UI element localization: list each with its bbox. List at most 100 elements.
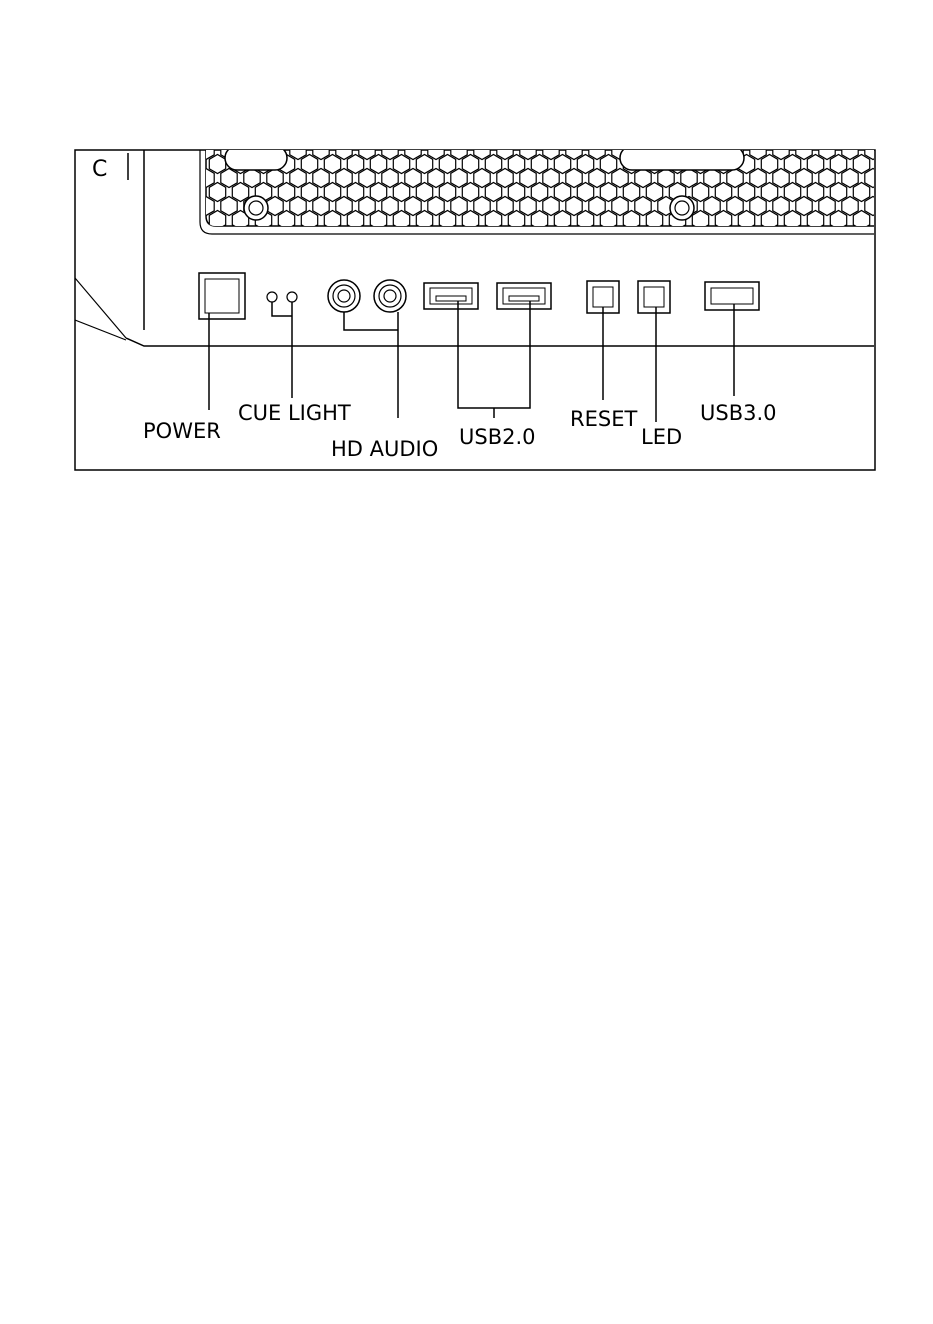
- mesh-hole: [612, 197, 628, 216]
- mesh-hole: [865, 169, 881, 188]
- mesh-hole: [451, 197, 467, 216]
- mesh-hole: [474, 169, 490, 188]
- mesh-hole: [842, 197, 858, 216]
- mesh-hole: [382, 169, 398, 188]
- label-hd-audio: HD AUDIO: [331, 437, 438, 461]
- mesh-hole: [865, 197, 881, 216]
- mesh-hole: [853, 155, 869, 174]
- audio-jack-2: [374, 280, 406, 312]
- mesh-hole: [416, 155, 432, 174]
- mesh-hole: [428, 141, 444, 160]
- mesh-hole: [796, 141, 812, 160]
- mesh-hole: [485, 183, 501, 202]
- usb2-port-1: [424, 283, 478, 309]
- label-cue-light: CUE LIGHT: [238, 401, 351, 425]
- mesh-hole: [773, 169, 789, 188]
- mesh-hole: [382, 197, 398, 216]
- mesh-hole: [635, 169, 651, 188]
- label-usb2: USB2.0: [459, 425, 536, 449]
- mesh-hole: [209, 183, 225, 202]
- mesh-hole: [819, 169, 835, 188]
- mesh-hole: [485, 155, 501, 174]
- label-reset: RESET: [570, 407, 637, 431]
- mesh-hole: [290, 197, 306, 216]
- mesh-hole: [439, 183, 455, 202]
- mesh-hole: [865, 141, 881, 160]
- mesh-hole: [658, 169, 674, 188]
- mesh-hole: [520, 197, 536, 216]
- mesh-hole: [715, 183, 731, 202]
- mesh-hole: [324, 155, 340, 174]
- mesh-hole: [600, 183, 616, 202]
- mesh-hole: [589, 169, 605, 188]
- mesh-hole: [807, 155, 823, 174]
- mesh-hole: [267, 169, 283, 188]
- mesh-hole: [773, 141, 789, 160]
- mesh-hole: [393, 155, 409, 174]
- mesh-hole: [347, 183, 363, 202]
- mesh-hole: [681, 169, 697, 188]
- mesh-hole: [313, 169, 329, 188]
- mesh-hole: [508, 183, 524, 202]
- mesh-hole: [520, 141, 536, 160]
- mesh-hole: [853, 183, 869, 202]
- mesh-hole: [290, 141, 306, 160]
- mesh-hole: [359, 197, 375, 216]
- mesh-hole: [301, 155, 317, 174]
- mesh-hole: [635, 197, 651, 216]
- mesh-hole: [520, 169, 536, 188]
- mesh-hole: [301, 183, 317, 202]
- mesh-hole: [589, 197, 605, 216]
- mesh-hole: [474, 141, 490, 160]
- mesh-hole: [451, 141, 467, 160]
- leader-cue-light: [272, 302, 292, 398]
- chassis-bevel-lower: [75, 320, 126, 340]
- mesh-hole: [577, 183, 593, 202]
- mesh-hole: [267, 197, 283, 216]
- mesh-hole: [221, 197, 237, 216]
- mesh-hole: [566, 141, 582, 160]
- mesh-hole: [508, 155, 524, 174]
- mesh-hole: [773, 197, 789, 216]
- mesh-hole: [336, 197, 352, 216]
- mesh-hole: [405, 197, 421, 216]
- label-power: POWER: [143, 419, 221, 443]
- mesh-hole: [313, 141, 329, 160]
- mesh-hole: [807, 183, 823, 202]
- label-usb3: USB3.0: [700, 401, 777, 425]
- mesh-hole: [589, 141, 605, 160]
- mesh-hole: [819, 141, 835, 160]
- mesh-hole: [577, 155, 593, 174]
- mesh-hole: [428, 169, 444, 188]
- mesh-hole: [727, 197, 743, 216]
- mesh-hole: [405, 169, 421, 188]
- mesh-hole: [796, 169, 812, 188]
- mesh-hole: [439, 155, 455, 174]
- mesh-hole: [474, 197, 490, 216]
- mesh-hole: [405, 141, 421, 160]
- mesh-hole: [566, 169, 582, 188]
- mesh-hole: [359, 141, 375, 160]
- mesh-hole: [382, 141, 398, 160]
- mesh-hole: [290, 169, 306, 188]
- mesh-hole: [830, 183, 846, 202]
- mesh-hole: [428, 197, 444, 216]
- mesh-hole: [359, 169, 375, 188]
- screw-left: [244, 196, 268, 220]
- mesh-hole: [347, 155, 363, 174]
- mesh-hole: [393, 183, 409, 202]
- power-button: [199, 273, 245, 319]
- mesh-hole: [497, 141, 513, 160]
- mesh-hole: [370, 155, 386, 174]
- mesh-hole: [416, 183, 432, 202]
- audio-jack-1: [328, 280, 360, 312]
- mesh-hole: [232, 183, 248, 202]
- mesh-hole: [784, 183, 800, 202]
- mesh-hole: [692, 183, 708, 202]
- mesh-hole: [451, 169, 467, 188]
- leader-hd-audio: [344, 312, 398, 418]
- mesh-hole: [221, 169, 237, 188]
- mesh-hole: [842, 169, 858, 188]
- mesh-hole: [761, 155, 777, 174]
